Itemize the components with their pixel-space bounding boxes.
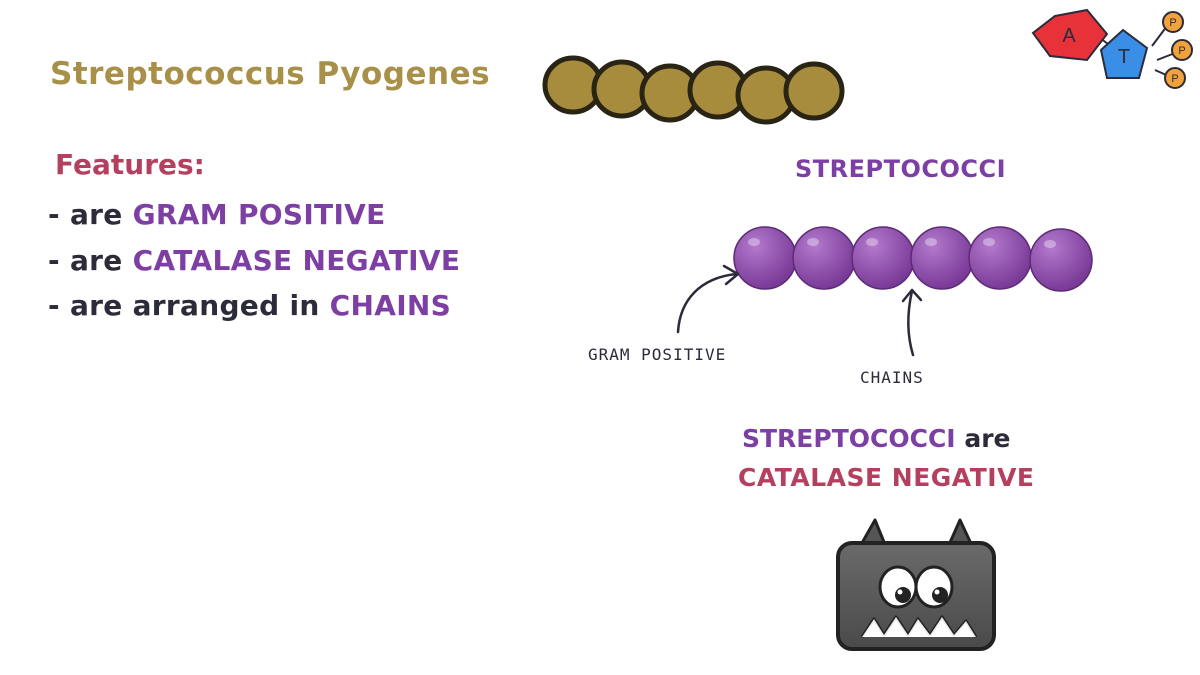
ribose-pentagon — [1099, 28, 1149, 79]
purple-bacteria-chain — [733, 226, 1093, 292]
feature-item-catalase: - are CATALASE NEGATIVE — [48, 244, 460, 277]
feature-item-prefix: - are arranged in — [48, 289, 330, 322]
phosphate-3 — [1164, 67, 1186, 89]
chains-arrow — [901, 288, 923, 357]
monster-mascot — [836, 518, 996, 651]
atp-letter-t: T — [1118, 46, 1130, 68]
summary-predicate: CATALASE NEGATIVE — [738, 463, 1035, 492]
atp-logo: A T P P P — [1031, 8, 1193, 89]
atp-letter-p1: P — [1169, 17, 1176, 29]
chains-label: CHAINS — [860, 368, 924, 387]
olive-bacteria-chain — [542, 55, 845, 125]
gram-positive-label: GRAM POSITIVE — [588, 345, 727, 364]
feature-item-prefix: - are — [48, 198, 133, 231]
diagram-heading: STREPTOCOCCI — [795, 155, 1007, 183]
atp-letter-p2: P — [1178, 45, 1185, 57]
atp-letter-a: A — [1062, 25, 1076, 47]
feature-item-chains: - are arranged in CHAINS — [48, 289, 451, 322]
feature-item-highlight: GRAM POSITIVE — [132, 198, 386, 231]
summary-line-1: STREPTOCOCCI are — [742, 424, 1010, 453]
features-heading: Features: — [55, 148, 205, 181]
page-title: Streptococcus Pyogenes — [50, 56, 491, 92]
atp-letter-p3: P — [1171, 73, 1178, 85]
adenine-pentagon — [1031, 8, 1109, 62]
phosphate-1 — [1162, 11, 1184, 33]
summary-verb: are — [955, 424, 1011, 453]
feature-item-highlight: CHAINS — [329, 289, 452, 322]
feature-item-gram: - are GRAM POSITIVE — [48, 198, 386, 231]
monster-eyes — [878, 565, 954, 609]
feature-item-highlight: CATALASE NEGATIVE — [132, 244, 461, 277]
phosphate-2 — [1171, 39, 1193, 61]
summary-subject: STREPTOCOCCI — [742, 424, 956, 453]
gram-positive-arrow — [676, 264, 740, 334]
feature-item-prefix: - are — [48, 244, 133, 277]
